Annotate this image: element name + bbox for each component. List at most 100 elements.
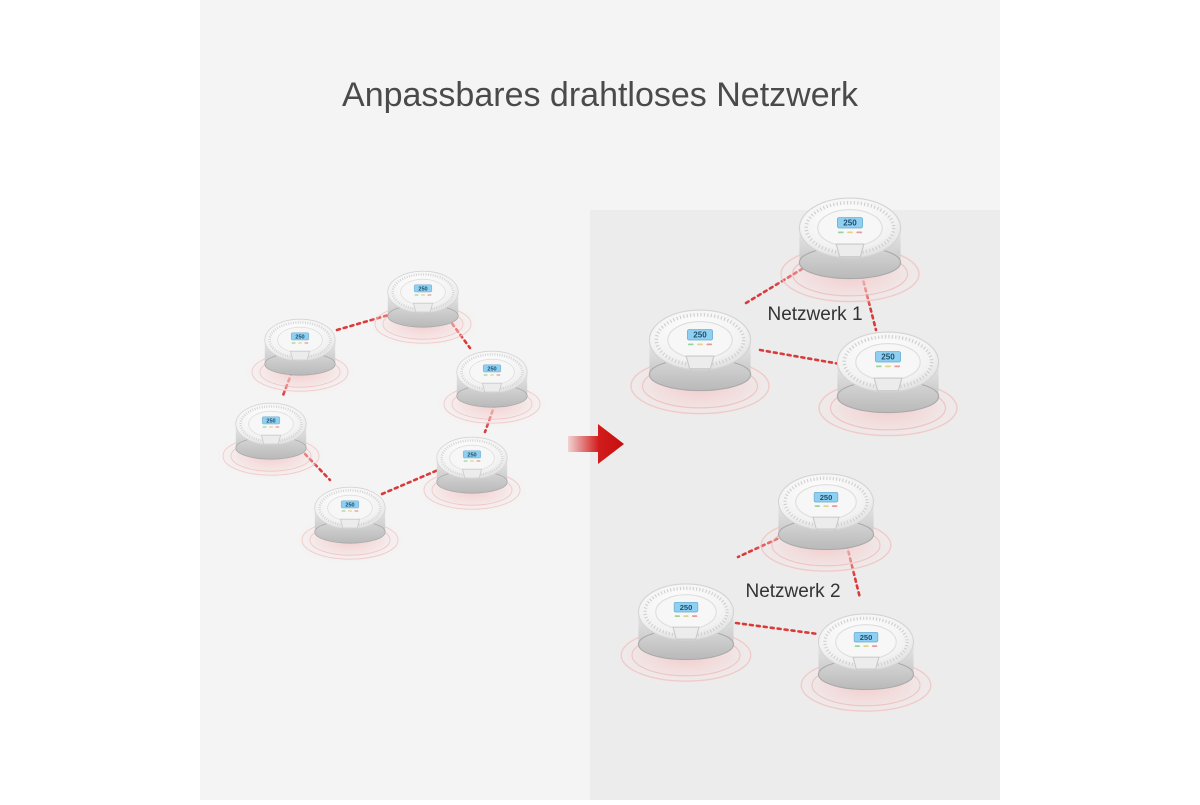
vent-ring [239,405,303,443]
lcd-screen [875,351,901,363]
test-button [873,377,903,392]
test-button [835,243,865,258]
status-led [814,505,821,507]
status-led [687,343,694,346]
co-detector-icon: 250 [790,613,942,718]
test-button [481,382,503,393]
status-led [348,510,352,512]
lcd-screen [462,450,482,459]
detectors: 250 250 250 250 250 250 250 250 250 250 250 250 [215,197,969,718]
status-led [414,294,419,296]
test-button [852,656,880,670]
vent-ring [654,312,746,368]
lcd-reading: 250 [881,353,895,362]
lcd-screen [853,631,879,643]
test-button [412,302,434,313]
lcd-screen [290,332,310,341]
status-led [476,460,481,462]
status-led [847,231,853,234]
status-led [856,231,863,234]
status-led [885,365,891,368]
status-led [894,365,901,368]
network-link [758,348,842,366]
lcd-screen [482,364,502,373]
status-led [863,645,869,647]
status-led [275,426,280,428]
status-led [837,231,844,234]
lcd-screen [687,329,713,341]
test-button [685,355,715,370]
status-led [421,294,425,296]
status-led [470,460,474,462]
lcd-reading: 250 [860,633,873,642]
lcd-reading: 250 [345,502,354,508]
status-led [298,342,302,344]
page-title: Anpassbares drahtloses Netzwerk [342,76,859,114]
status-led [269,426,273,428]
vent-ring [804,200,896,256]
network-label-1: Netzwerk 1 [767,304,862,325]
status-led [291,342,296,344]
co-detector-icon: 250 [619,309,781,421]
co-detector-icon: 250 [244,318,356,396]
vent-ring [318,489,382,527]
status-led [354,510,359,512]
test-button [260,434,282,445]
vent-ring [391,273,455,311]
network-link [380,468,440,496]
co-detector-icon: 250 [610,583,762,688]
co-detector-icon: 250 [750,473,902,578]
vent-ring [823,616,909,668]
status-led [871,645,878,647]
test-button [812,516,840,530]
vent-ring [783,476,869,528]
co-detector-icon: 250 [367,270,479,348]
status-led [463,460,468,462]
status-led [854,645,861,647]
co-detector-icon: 250 [416,436,528,514]
lcd-reading: 250 [295,334,304,340]
right-arrow-icon [568,424,624,464]
test-button [672,626,700,640]
lcd-screen [813,491,839,503]
status-led [875,365,882,368]
co-detector-icon: 250 [215,402,327,480]
lcd-screen [261,416,281,425]
status-led [823,505,829,507]
lcd-reading: 250 [693,331,707,340]
status-led [304,342,309,344]
vent-ring [440,439,504,477]
co-detector-icon: 250 [294,486,406,564]
status-led [706,343,713,346]
network-link [734,621,820,636]
vent-ring [842,334,934,390]
status-led [341,510,346,512]
co-detector-icon: 250 [436,350,548,428]
status-led [691,615,698,617]
lcd-reading: 250 [418,286,427,292]
lcd-screen [673,601,699,613]
test-button [289,350,311,361]
status-led [483,374,488,376]
lcd-reading: 250 [266,418,275,424]
test-button [339,518,361,529]
right-panel-top [590,0,1000,210]
lcd-reading: 250 [680,603,693,612]
co-detector-icon: 250 [769,197,931,309]
test-button [461,468,483,479]
status-led [496,374,501,376]
lcd-screen [413,284,433,293]
co-detector-icon: 250 [807,331,969,443]
status-led [427,294,432,296]
status-led [674,615,681,617]
status-led [490,374,494,376]
status-led [262,426,267,428]
status-led [831,505,838,507]
lcd-reading: 250 [843,219,857,228]
lcd-reading: 250 [820,493,833,502]
lcd-screen [340,500,360,509]
lcd-reading: 250 [487,366,496,372]
status-led [697,343,703,346]
